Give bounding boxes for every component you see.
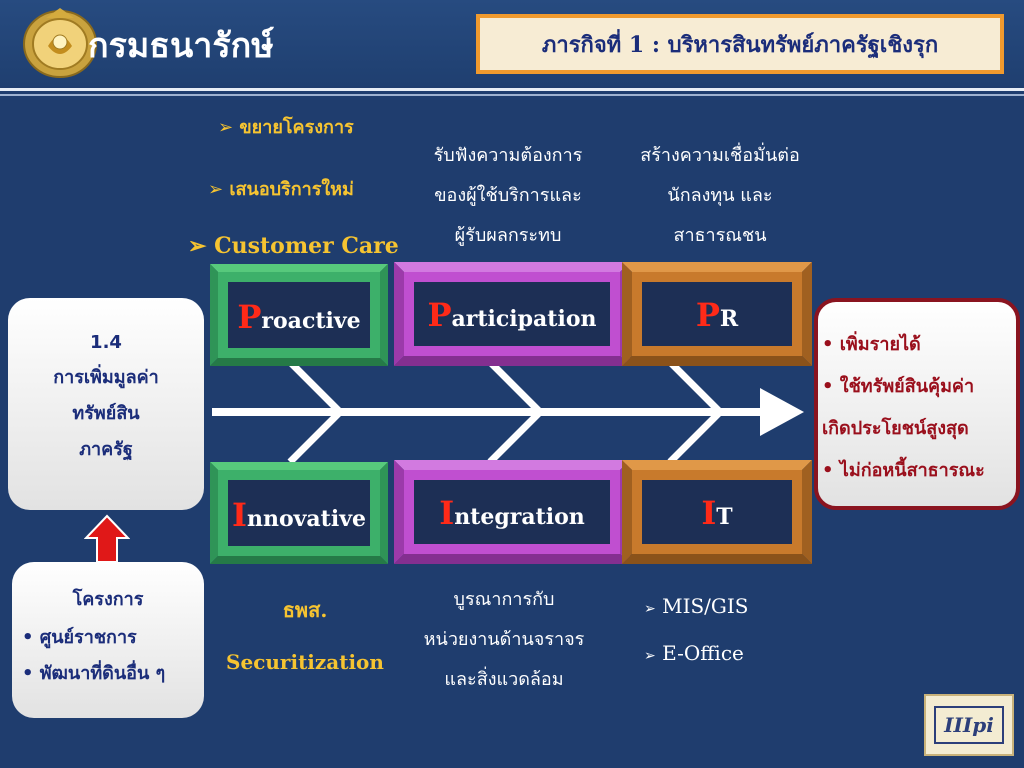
corner-logo-text: IIIpi xyxy=(934,706,1004,744)
participation-box: Participation xyxy=(394,262,630,366)
outcome-item: • ใช้ทรัพย์สินคุ้มค่า xyxy=(822,376,975,397)
outcome-item: • ไม่ก่อหนี้สาธารณะ xyxy=(822,460,985,481)
it-notes: ➢ MIS/GIS ➢ E-Office xyxy=(644,584,749,678)
participation-description: รับฟังความต้องการ ของผู้ใช้บริการและ ผู้… xyxy=(433,145,583,246)
it-label: IT xyxy=(701,494,733,532)
proactive-box: Proactive xyxy=(210,264,388,366)
goal-number: 1.4 xyxy=(90,332,122,353)
project-item: • พัฒนาที่ดินอื่น ๆ xyxy=(22,663,166,684)
integration-box: Integration xyxy=(394,460,630,564)
header-divider xyxy=(0,88,1024,91)
org-seal-logo-icon xyxy=(23,8,97,78)
project-list: • ศูนย์ราชการ • พัฒนาที่ดินอื่น ๆ xyxy=(22,620,165,692)
project-panel: โครงการ • ศูนย์ราชการ • พัฒนาที่ดินอื่น … xyxy=(12,562,204,718)
arrow-bullet-icon: ➢ xyxy=(208,179,224,200)
pr-description: สร้างความเชื่อมั่นต่อ นักลงทุน และ สาธาร… xyxy=(640,145,800,246)
arrow-bullet-icon: ➢ xyxy=(188,233,207,259)
proactive-label: Proactive xyxy=(237,298,361,336)
participation-label: Participation xyxy=(427,296,597,334)
integration-label: Integration xyxy=(439,494,585,532)
goal-panel: 1.4 การเพิ่มมูลค่า ทรัพย์สิน ภาครัฐ xyxy=(8,298,204,510)
goal-text: การเพิ่มมูลค่า ทรัพย์สิน ภาครัฐ xyxy=(53,367,159,460)
pr-box: PR xyxy=(622,262,812,366)
innovative-notes: ธพส. Securitization xyxy=(226,598,384,674)
innovative-box: Innovative xyxy=(210,462,388,564)
integration-notes: บูรณาการกับ หน่วยงานด้านจราจร และสิ่งแวด… xyxy=(423,589,585,690)
pr-label: PR xyxy=(695,296,739,334)
it-box: IT xyxy=(622,460,812,564)
innovative-label: Innovative xyxy=(232,496,366,534)
project-title: โครงการ xyxy=(72,589,144,610)
top-bullet-3: ➢ Customer Care xyxy=(188,233,399,259)
arrow-bullet-icon: ➢ xyxy=(644,648,656,664)
header-divider-thin xyxy=(0,94,1024,96)
outcome-item: เกิดประโยชน์สูงสุด xyxy=(822,418,969,439)
corner-logo: IIIpi xyxy=(924,694,1014,756)
arrow-bullet-icon: ➢ xyxy=(218,117,234,138)
it-note-item: ➢ E-Office xyxy=(644,641,744,665)
org-name: กรมธนารักษ์ xyxy=(88,26,274,66)
fishbone-arrow xyxy=(212,359,804,465)
arrow-bullet-icon: ➢ xyxy=(644,601,656,617)
mission-title: ภารกิจที่ 1 : บริหารสินทรัพย์ภาครัฐเชิงร… xyxy=(541,31,939,58)
it-note-item: ➢ MIS/GIS xyxy=(644,594,749,618)
project-item: • ศูนย์ราชการ xyxy=(22,627,137,648)
top-bullet-1: ➢ ขยายโครงการ xyxy=(218,117,354,138)
top-bullet-2: ➢ เสนอบริการใหม่ xyxy=(208,179,354,200)
outcome-list: • เพิ่มรายได้ • ใช้ทรัพย์สินคุ้มค่า เกิด… xyxy=(822,324,985,492)
outcome-panel: • เพิ่มรายได้ • ใช้ทรัพย์สินคุ้มค่า เกิด… xyxy=(814,298,1020,510)
mission-title-box: ภารกิจที่ 1 : บริหารสินทรัพย์ภาครัฐเชิงร… xyxy=(476,14,1004,74)
outcome-item: • เพิ่มรายได้ xyxy=(822,334,921,355)
red-up-arrow-icon xyxy=(84,514,130,563)
